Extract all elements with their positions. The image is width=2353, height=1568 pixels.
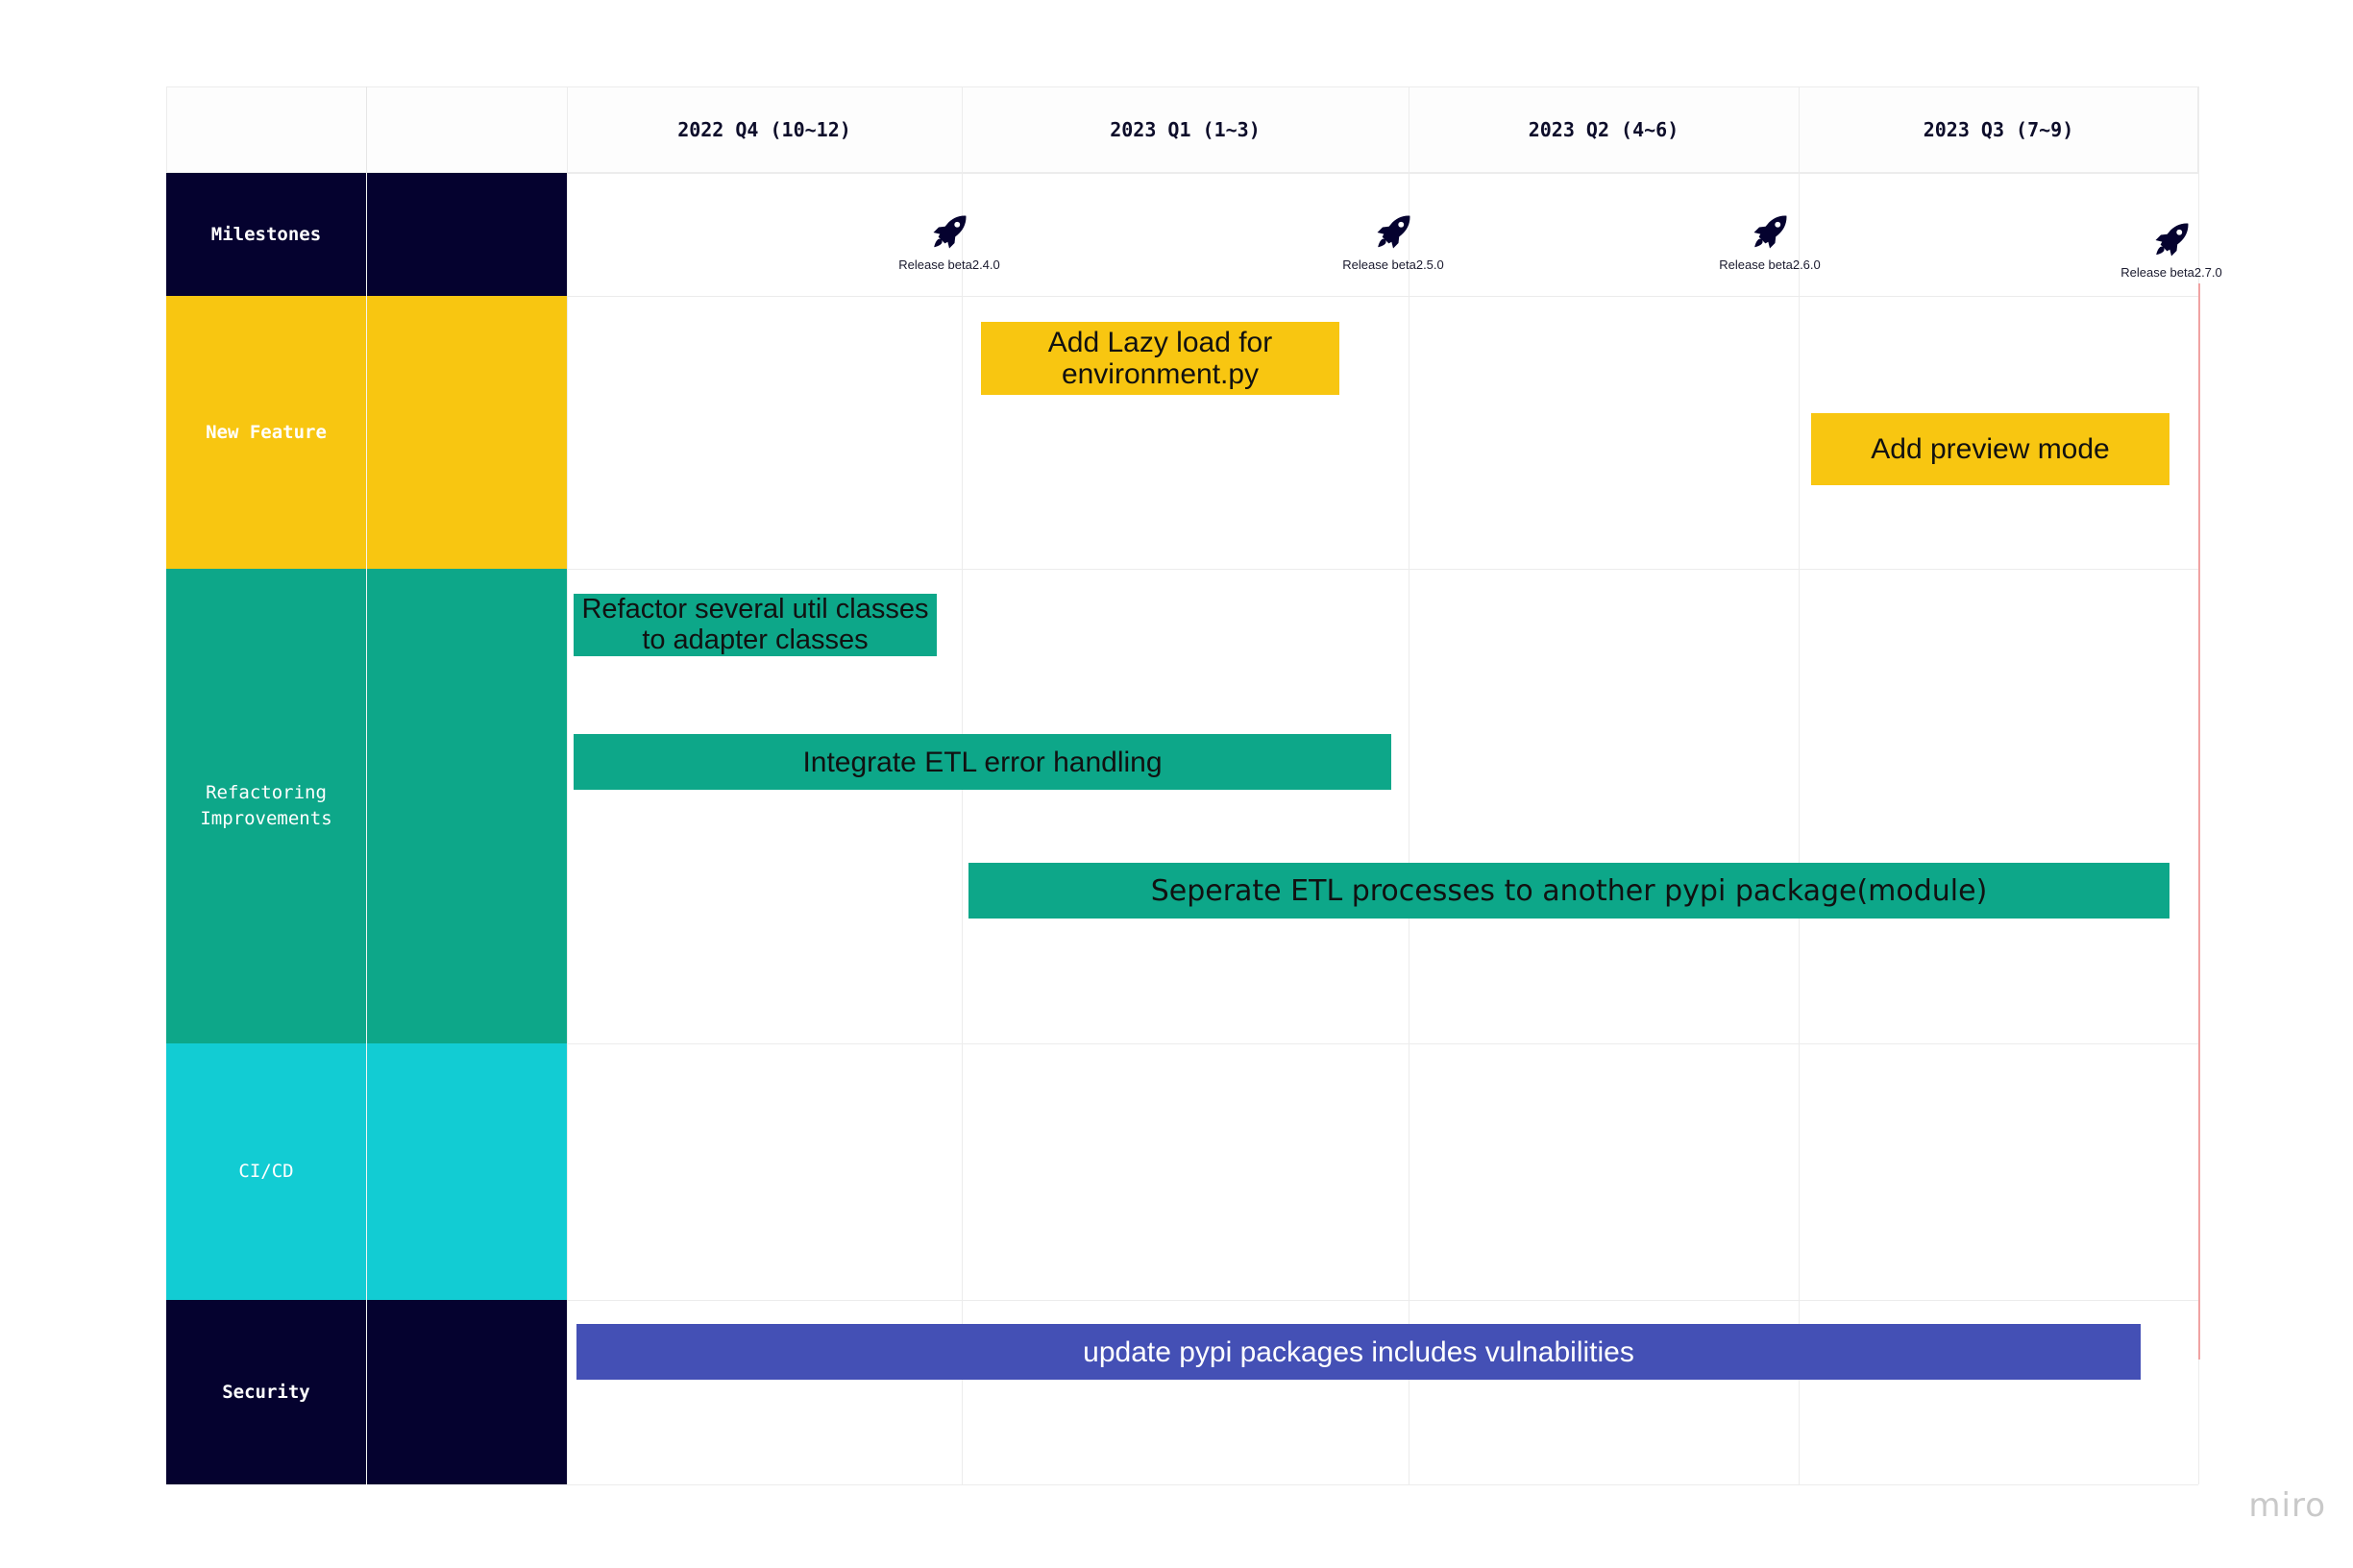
rocket-icon [2155, 223, 2189, 257]
rocket-icon [1377, 215, 1410, 249]
header-row [166, 86, 2198, 173]
task-integrate-etl-error-handling[interactable]: Integrate ETL error handling [574, 734, 1391, 790]
quarter-label-2023-q2: 2023 Q2 (4~6) [1528, 118, 1679, 141]
grid-line [567, 86, 568, 1484]
miro-logo: miro [2248, 1486, 2326, 1525]
lane-label-cicd: CI/CD [238, 1161, 294, 1183]
rocket-icon [1753, 215, 1787, 249]
quarter-label-2023-q1: 2023 Q1 (1~3) [1110, 118, 1261, 141]
milestone-beta2-5-0[interactable]: Release beta2.5.0 [1316, 211, 1470, 272]
milestone-label: Release beta2.7.0 [2120, 265, 2222, 280]
grid-line [567, 296, 2198, 297]
quarter-label-2023-q3: 2023 Q3 (7~9) [1923, 118, 2074, 141]
lane-label-new-feature: New Feature [206, 421, 327, 443]
lane-label-security: Security [222, 1381, 310, 1403]
milestone-label: Release beta2.6.0 [1719, 257, 1821, 272]
task-separate-etl-processes[interactable]: Seperate ETL processes to another pypi p… [968, 863, 2169, 919]
lane-label-milestones: Milestones [210, 223, 322, 245]
lane-label-refactoring: Refactoring Improvements [200, 782, 332, 829]
grid-line [567, 569, 2198, 570]
milestone-beta2-4-0[interactable]: Release beta2.4.0 [872, 211, 1026, 272]
milestone-beta2-7-0[interactable]: Release beta2.7.0 [2095, 219, 2248, 280]
lane-divider [366, 173, 367, 1484]
task-add-lazy-load[interactable]: Add Lazy load for environment.py [981, 322, 1339, 395]
task-update-pypi-packages[interactable]: update pypi packages includes vulnabilit… [576, 1324, 2141, 1380]
milestone-label: Release beta2.5.0 [1342, 257, 1444, 272]
grid-line [567, 1043, 2198, 1044]
quarter-label-2022-q4: 2022 Q4 (10~12) [677, 118, 851, 141]
task-add-preview-mode[interactable]: Add preview mode [1811, 413, 2169, 485]
grid-line [567, 173, 2198, 174]
today-marker-line [2198, 283, 2200, 1360]
grid-line [1799, 86, 1800, 1484]
grid-line [567, 1300, 2198, 1301]
rocket-icon [933, 215, 967, 249]
grid-line [567, 1484, 2198, 1485]
task-refactor-util-classes[interactable]: Refactor several util classes to adapter… [574, 594, 937, 656]
milestone-label: Release beta2.4.0 [898, 257, 1000, 272]
milestone-beta2-6-0[interactable]: Release beta2.6.0 [1693, 211, 1847, 272]
